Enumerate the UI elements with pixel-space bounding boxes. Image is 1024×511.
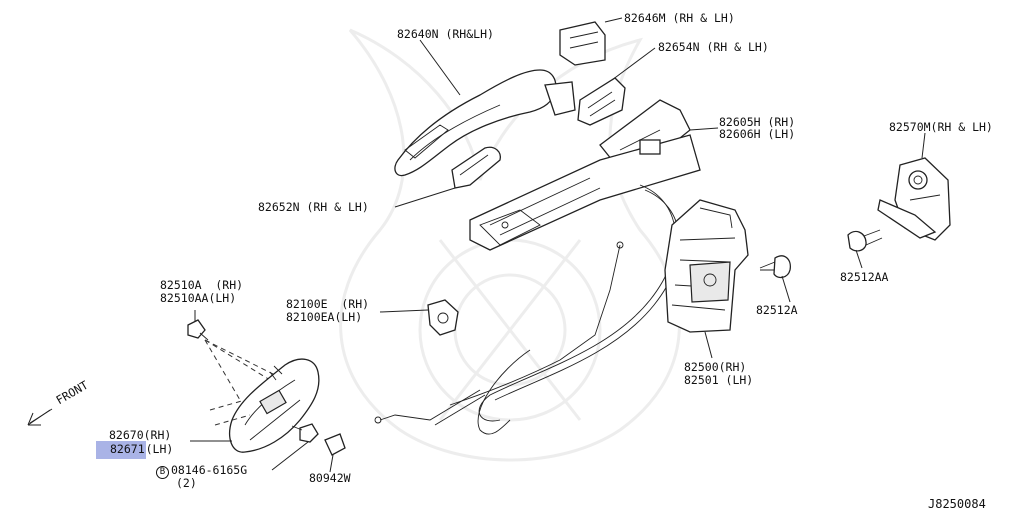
dashed-82510A-b [204, 339, 241, 401]
leader-08146 [271, 441, 309, 471]
label-82652N: 82652N (RH & LH) [258, 200, 369, 214]
dashed-82670 [209, 399, 251, 426]
leader-80942W [329, 454, 334, 473]
door-lock-actuator-82500 [664, 199, 749, 333]
screw-82512A [759, 255, 791, 279]
label-08146-qty: (2) [176, 476, 197, 490]
label-82671-row: 82671(LH) [96, 441, 173, 459]
label-82670: 82670(RH) [109, 428, 172, 442]
rod-clip-82100E [427, 299, 459, 336]
label-82605H: 82605H (RH) [719, 115, 796, 129]
leader-82640N [419, 39, 461, 96]
label-82671-suffix: (LH) [145, 442, 174, 456]
bolt-08146 [291, 423, 319, 443]
label-82100E: 82100E (RH) [286, 297, 370, 311]
label-82100EA: 82100EA(LH) [286, 310, 363, 324]
leader-82512A [781, 275, 791, 303]
label-82646M: 82646M (RH & LH) [624, 11, 735, 25]
label-82570M: 82570M(RH & LH) [889, 120, 993, 134]
label-82512AA: 82512AA [840, 270, 889, 284]
handle-bracket-82605H [469, 99, 701, 251]
dashed-82510A-c [204, 339, 271, 381]
label-80942W: 80942W [309, 471, 351, 485]
leader-82652N [394, 187, 456, 208]
bolt-symbol-icon: B [156, 466, 169, 479]
striker-82570M [877, 157, 951, 241]
leader-82512AA [855, 249, 863, 269]
label-82510AA: 82510AA(LH) [160, 291, 237, 305]
label-82654N: 82654N (RH & LH) [658, 40, 769, 54]
outside-handle-82640N [394, 69, 576, 177]
cable-rods [374, 184, 680, 435]
leader-82654N [611, 47, 656, 81]
leader-82500 [704, 331, 713, 359]
dashed-82510A [204, 339, 276, 376]
diagram-id: J8250084 [928, 497, 986, 511]
label-08146: 08146-6165G [171, 463, 248, 477]
leader-82100E [379, 309, 429, 313]
label-82606H: 82606H (LH) [719, 127, 796, 141]
leader-82605H [689, 127, 719, 131]
label-82671-highlight[interactable]: 82671 [96, 441, 146, 459]
key-cylinder-cap-82646M [559, 21, 606, 66]
bolt-82510A [187, 319, 209, 341]
label-82512A: 82512A [756, 303, 798, 317]
inside-handle-82670 [229, 358, 320, 453]
leader-82570M [921, 132, 926, 159]
cap-80942W [324, 433, 346, 456]
label-82500: 82500(RH) [684, 360, 747, 374]
gasket-82654N [577, 77, 626, 126]
label-82501: 82501 (LH) [684, 373, 754, 387]
screw-82512AA [847, 229, 883, 252]
label-82640N: 82640N (RH&LH) [397, 27, 494, 41]
front-arrow-icon [27, 408, 53, 426]
label-82510A: 82510A (RH) [160, 278, 244, 292]
leader-82646M [604, 17, 623, 23]
escutcheon-82652N [451, 146, 501, 189]
